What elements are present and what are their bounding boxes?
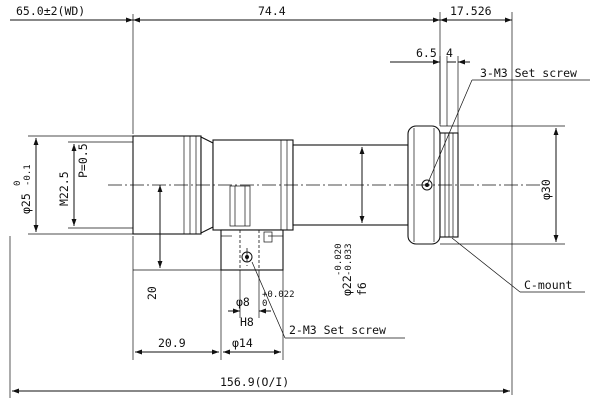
diameter-8-label: φ8 [236, 295, 250, 309]
thread-pitch-label: P=0.5 [76, 143, 90, 178]
dim-6-5-label: 6.5 [416, 46, 437, 60]
diameter-25-label: φ25 [19, 193, 33, 214]
top-dimensions: 65.0±2(WD) 74.4 17.526 6.5 4 [10, 4, 513, 395]
body-length-label: 74.4 [258, 4, 286, 18]
dim-4-label: 4 [446, 46, 453, 60]
left-dimensions: φ25 0 -0.1 M22.5 P=0.5 [13, 135, 133, 235]
diameter-30-label: φ30 [539, 179, 553, 200]
set-screw-top-callout: 3-M3 Set screw [480, 66, 577, 80]
callouts: 3-M3 Set screw C-mount 2-M3 Set screw [251, 66, 590, 339]
fit-h8-label: H8 [240, 315, 254, 329]
tol-8-lower: 0 [262, 299, 267, 309]
thread-size-label: M22.5 [57, 171, 71, 206]
working-distance-label: 65.0±2(WD) [16, 4, 85, 18]
right-dimensions: φ30 [440, 125, 565, 245]
diameter-14-label: φ14 [232, 336, 253, 350]
length-20-9-label: 20.9 [158, 336, 186, 350]
fit-f6-label: f6 [355, 282, 369, 296]
c-mount-callout: C-mount [524, 278, 572, 292]
flange-offset-label: 17.526 [450, 4, 492, 18]
tol-8-upper: +0.022 [262, 290, 295, 300]
diameter-22-label: φ22 [340, 275, 354, 296]
tol-22-upper: -0.020 [334, 243, 344, 276]
overall-length-label: 156.9(O/I) [220, 375, 289, 389]
tol-22-lower: -0.033 [344, 243, 354, 276]
tol-25-lower: -0.1 [23, 164, 33, 186]
tol-25-upper: 0 [13, 181, 23, 186]
set-screw-bottom-callout: 2-M3 Set screw [289, 323, 386, 337]
lens-body [132, 125, 459, 271]
bottom-dimensions: 20 φ8 +0.022 0 H8 φ22 -0.020 -0.033 f6 2… [9, 147, 510, 398]
height-20-label: 20 [145, 286, 159, 300]
